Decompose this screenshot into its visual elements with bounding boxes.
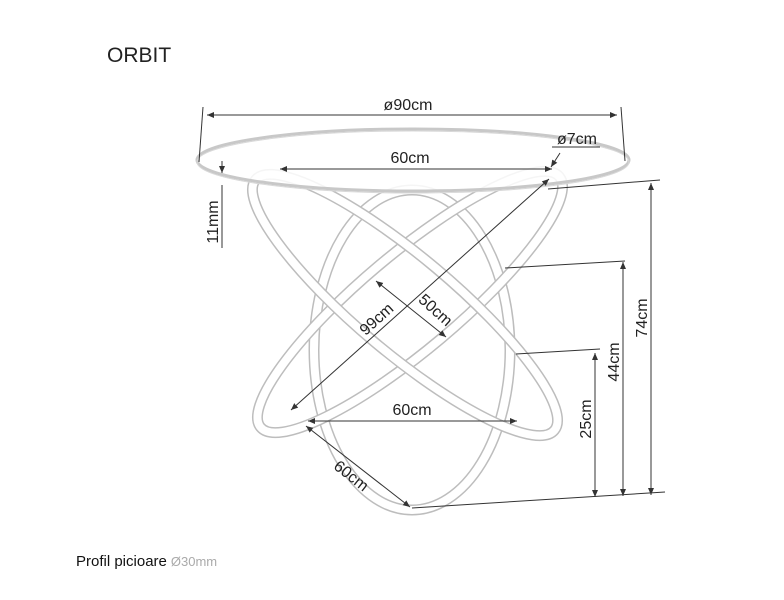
leg-profile-label: Profil picioare: [76, 553, 167, 570]
top-diameter-label: ø90cm: [384, 97, 433, 114]
mid-height-label: 44cm: [606, 342, 623, 381]
product-title: ORBIT: [107, 44, 172, 67]
diagonal-short-label: 50cm: [415, 291, 455, 330]
base-width-label: 60cm: [392, 402, 431, 419]
glass-thickness-label: 11mm: [205, 200, 222, 243]
leg-profile-value: Ø30mm: [170, 554, 218, 569]
tube-diameter-label: ø7cm: [557, 131, 597, 148]
low-height-label: 25cm: [578, 399, 595, 438]
table-legs: [246, 165, 569, 516]
base-depth-label: 60cm: [330, 458, 371, 495]
dimension-lines: [198, 106, 666, 509]
inner-width-label: 60cm: [390, 150, 429, 167]
total-height-label: 74cm: [634, 298, 651, 337]
